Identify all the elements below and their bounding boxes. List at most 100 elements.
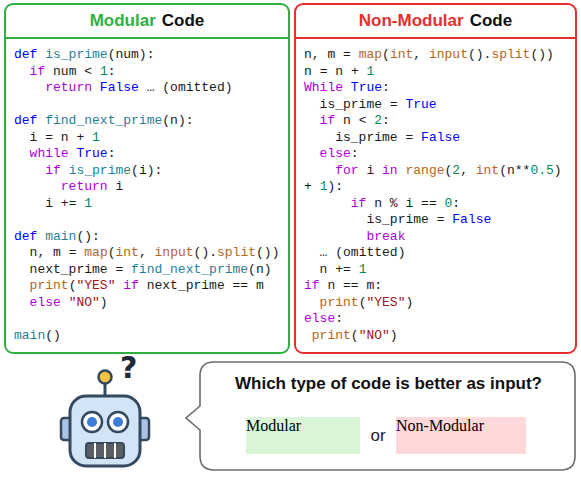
code-token <box>359 278 367 293</box>
code-line: i += 1 <box>14 196 280 213</box>
code-token: , <box>413 47 421 62</box>
code-token: i <box>139 163 147 178</box>
code-token <box>304 262 320 277</box>
code-token: ) <box>100 295 108 310</box>
code-token <box>69 146 77 161</box>
code-token <box>413 196 421 211</box>
code-line: if num < 1: <box>14 64 280 81</box>
code-line: print("NO") <box>304 328 567 345</box>
code-token: ( <box>76 229 84 244</box>
code-token: m <box>256 278 264 293</box>
code-token <box>84 130 92 145</box>
code-token <box>76 64 84 79</box>
code-token: : <box>452 196 460 211</box>
code-line: main() <box>14 328 280 345</box>
code-token <box>14 80 45 95</box>
code-token: break <box>366 229 405 244</box>
code-token: = <box>343 47 351 62</box>
code-token: map <box>359 47 382 62</box>
code-line: if is_prime(i): <box>14 163 280 180</box>
code-token: ( <box>194 245 202 260</box>
code-token: ) <box>405 295 413 310</box>
code-line: next_prime = find_next_prime(n) <box>14 262 280 279</box>
code-line: print("YES") <box>304 295 567 312</box>
code-token: ) <box>476 47 484 62</box>
code-token: n <box>374 196 382 211</box>
code-token: + <box>304 179 312 194</box>
code-token <box>398 130 406 145</box>
robot-tooth <box>94 443 96 458</box>
code-token: ( <box>162 113 170 128</box>
code-token <box>359 163 367 178</box>
code-token <box>327 64 335 79</box>
code-token: num <box>53 64 76 79</box>
code-token: m <box>366 278 374 293</box>
code-token: While <box>304 80 343 95</box>
choice-label: Non-Modular <box>396 417 484 434</box>
code-token: print <box>312 328 351 343</box>
code-token: ( <box>468 47 476 62</box>
code-token: ( <box>530 47 538 62</box>
code-token: ( <box>359 295 367 310</box>
code-token: 0.5 <box>530 163 553 178</box>
code-line: n += 1 <box>304 262 567 279</box>
code-token <box>304 146 320 161</box>
code-token <box>304 163 335 178</box>
code-token: … <box>320 245 328 260</box>
code-token: main <box>14 328 45 343</box>
code-line: if n % i == 0: <box>304 196 567 213</box>
code-token <box>37 113 45 128</box>
panel-title: Non-Modular <box>359 11 464 31</box>
code-token <box>108 262 116 277</box>
code-token: = <box>240 278 248 293</box>
code-token <box>398 163 406 178</box>
code-token: map <box>84 245 107 260</box>
code-token: 2 <box>452 163 460 178</box>
code-token <box>429 212 437 227</box>
code-line: … (omitted) <box>304 245 567 262</box>
code-token: True <box>405 97 436 112</box>
code-token: ( <box>162 80 170 95</box>
code-token <box>61 245 69 260</box>
code-token <box>139 80 147 95</box>
code-token: ( <box>256 245 264 260</box>
code-token: + <box>61 196 69 211</box>
code-token: ( <box>499 163 507 178</box>
code-token <box>225 278 233 293</box>
code-token: i <box>30 130 38 145</box>
code-token: : <box>382 80 390 95</box>
code-token: main <box>45 229 76 244</box>
code-token <box>14 278 30 293</box>
robot-head <box>70 396 140 466</box>
code-token: ) <box>398 245 406 260</box>
panel-header: Non-ModularCode <box>296 5 575 39</box>
robot-pupil <box>87 417 97 427</box>
code-token <box>37 47 45 62</box>
code-token: n <box>304 47 312 62</box>
robot-mouth <box>86 443 124 458</box>
code-token <box>53 130 61 145</box>
code-token <box>14 179 61 194</box>
code-token: ) <box>147 163 155 178</box>
code-token <box>343 64 351 79</box>
code-line: While True: <box>304 80 567 97</box>
code-token <box>115 278 123 293</box>
code-token: : <box>382 113 390 128</box>
code-token <box>366 196 374 211</box>
code-token <box>76 245 84 260</box>
code-token <box>437 196 445 211</box>
code-token: while <box>30 146 69 161</box>
code-token: : <box>147 47 155 62</box>
code-panel: ModularCodedef is_prime(num): if num < 1… <box>4 3 290 354</box>
code-line: while True: <box>14 146 280 163</box>
code-token <box>304 328 312 343</box>
code-token: ) <box>53 328 61 343</box>
code-token: = <box>233 278 241 293</box>
code-token: ) <box>272 245 280 260</box>
code-token: True <box>76 146 107 161</box>
code-token: ) <box>327 179 335 194</box>
code-token <box>398 196 406 211</box>
code-token <box>382 97 390 112</box>
code-token: = <box>437 212 445 227</box>
code-token: for <box>335 163 358 178</box>
